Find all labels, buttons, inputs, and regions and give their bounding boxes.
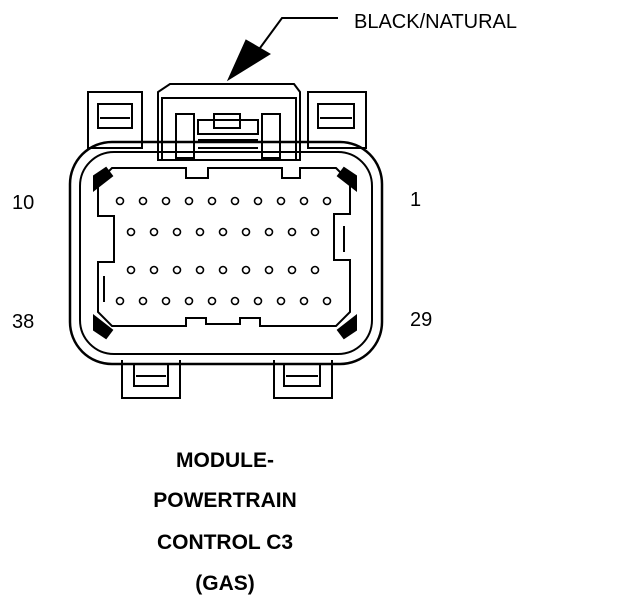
pin-cavity	[149, 265, 159, 275]
pin-cavity	[115, 196, 125, 206]
pin-cavity	[218, 227, 228, 237]
pin-cavity	[218, 265, 228, 275]
pin-cavity-grid	[115, 196, 332, 306]
pin-cavity	[138, 196, 148, 206]
pin-cavity	[207, 296, 217, 306]
pin-cavity	[310, 265, 320, 275]
pin-label-10: 10	[12, 192, 35, 214]
pin-cavity	[310, 227, 320, 237]
top-right-tab	[307, 91, 367, 149]
top-latch	[157, 83, 301, 161]
pin-cavity	[138, 296, 148, 306]
pin-label-38: 38	[12, 311, 35, 333]
pin-cavity	[161, 296, 171, 306]
pin-cavity	[322, 196, 332, 206]
pin-label-29: 29	[410, 309, 433, 331]
pin-cavity	[184, 196, 194, 206]
pin-cavity	[115, 296, 125, 306]
pin-cavity	[299, 296, 309, 306]
pin-cavity	[241, 227, 251, 237]
pin-cavity	[184, 296, 194, 306]
pin-cavity	[126, 265, 136, 275]
title-line-3: CONTROL C3	[156, 531, 294, 554]
title-line-2: POWERTRAIN	[153, 489, 297, 512]
pin-cavity	[161, 196, 171, 206]
pin-cavity	[126, 227, 136, 237]
pin-cavity	[172, 265, 182, 275]
pin-cavity	[276, 296, 286, 306]
bottom-right-tab	[273, 360, 333, 399]
pin-cavity	[172, 227, 182, 237]
pin-cavity	[287, 265, 297, 275]
color-label: BLACK/NATURAL	[354, 11, 518, 33]
bottom-left-tab	[121, 360, 181, 399]
pin-cavity	[276, 196, 286, 206]
pin-cavity	[195, 227, 205, 237]
title-line-4: (GAS)	[195, 572, 255, 595]
top-left-tab	[87, 91, 143, 149]
pin-cavity	[299, 196, 309, 206]
pin-cavity	[322, 296, 332, 306]
pin-label-1: 1	[410, 189, 422, 211]
title-line-1: MODULE-	[176, 449, 274, 472]
pin-cavity	[264, 227, 274, 237]
pin-cavity	[149, 227, 159, 237]
pin-cavity	[287, 227, 297, 237]
pin-cavity	[241, 265, 251, 275]
pin-cavity	[195, 265, 205, 275]
pin-cavity	[207, 196, 217, 206]
pin-cavity	[264, 265, 274, 275]
connector-body	[68, 140, 384, 366]
pin-cavity	[230, 296, 240, 306]
color-callout-leader	[226, 17, 338, 82]
pin-cavity	[253, 196, 263, 206]
pin-cavity	[253, 296, 263, 306]
pin-cavity	[230, 196, 240, 206]
